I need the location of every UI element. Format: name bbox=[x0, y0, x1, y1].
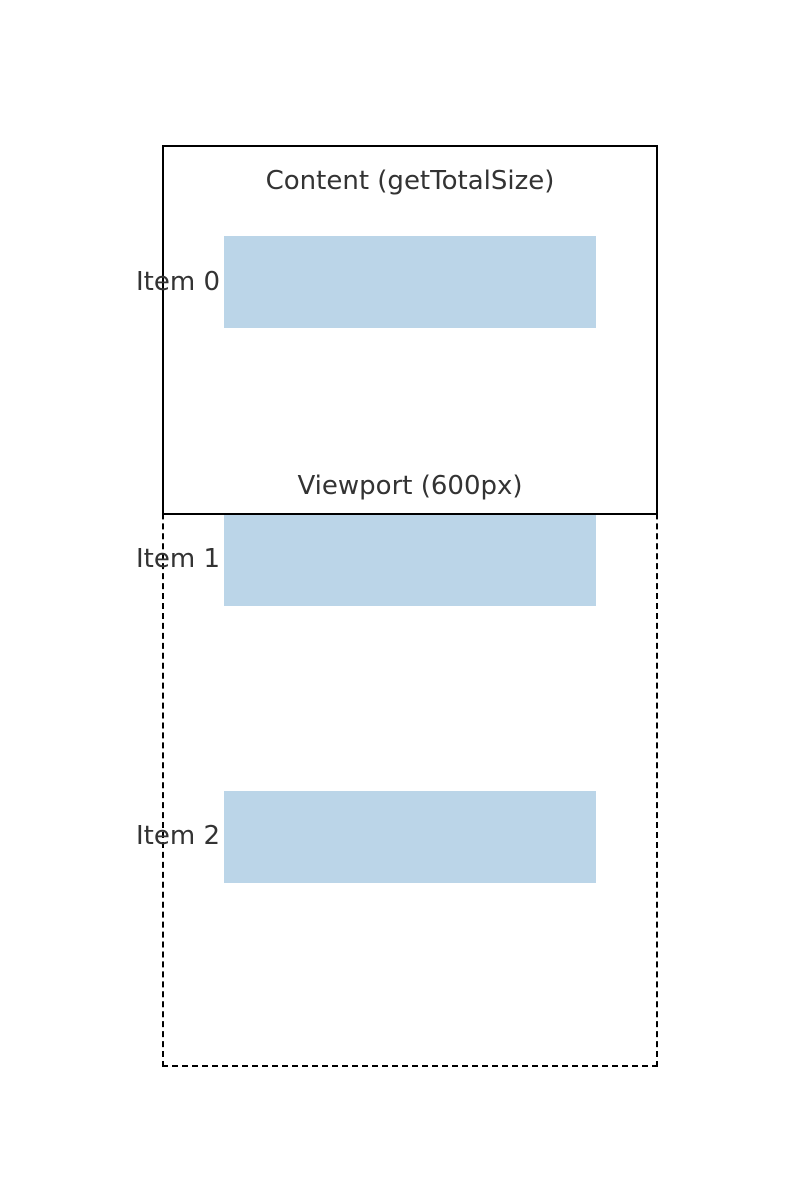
item-0-label: Item 0 bbox=[136, 267, 220, 297]
item-0-bar bbox=[224, 236, 596, 328]
item-1-label: Item 1 bbox=[136, 544, 220, 574]
item-1-bar bbox=[224, 514, 596, 606]
content-title: Content (getTotalSize) bbox=[265, 166, 555, 196]
item-2-bar bbox=[224, 791, 596, 883]
viewport-frame bbox=[162, 145, 658, 515]
item-2-label: Item 2 bbox=[136, 821, 220, 851]
viewport-title: Viewport (600px) bbox=[297, 471, 523, 501]
